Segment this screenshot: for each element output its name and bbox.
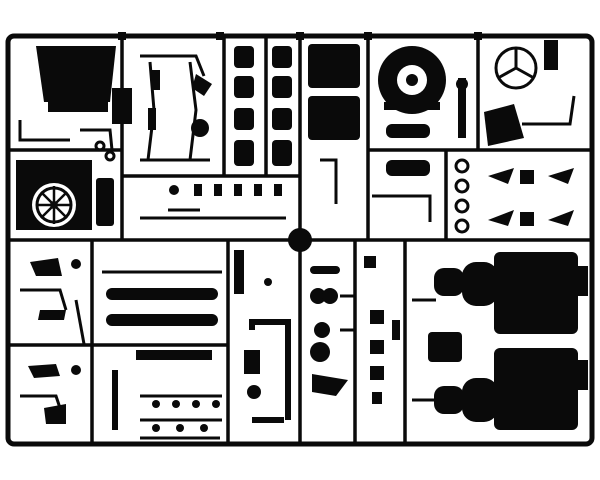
rod-part bbox=[522, 95, 576, 126]
exhaust-pipe-parts bbox=[102, 270, 222, 360]
linkage-parts bbox=[310, 266, 348, 396]
spring-parts bbox=[488, 168, 574, 226]
hose-parts bbox=[247, 278, 291, 423]
seat-part bbox=[36, 46, 132, 124]
cylinder-parts bbox=[234, 46, 292, 166]
steering-wheel-part bbox=[494, 46, 538, 90]
small-bracket-part bbox=[18, 120, 116, 162]
bracket-knobs bbox=[148, 70, 212, 137]
bumper-bolts bbox=[152, 400, 220, 432]
mirror-arm-rods bbox=[20, 288, 86, 409]
small-lever-part bbox=[456, 78, 468, 138]
tank-links bbox=[320, 158, 432, 222]
sprue-hub bbox=[288, 228, 312, 252]
small-fittings bbox=[364, 256, 400, 404]
wheel-drum-part bbox=[378, 46, 446, 114]
mirror-arm-parts bbox=[28, 258, 81, 424]
engine-rods bbox=[412, 298, 436, 402]
long-rod-part bbox=[140, 208, 286, 220]
gate-row bbox=[169, 184, 282, 196]
linkage-rods bbox=[340, 294, 356, 332]
ring-parts bbox=[454, 158, 470, 234]
hose-block bbox=[244, 350, 260, 374]
column-part bbox=[484, 40, 558, 146]
panel-parts bbox=[308, 44, 360, 140]
gearbox-part bbox=[434, 348, 588, 430]
engine-block-part bbox=[428, 252, 588, 362]
vertical-rod-part bbox=[112, 250, 244, 430]
bumper-part bbox=[140, 394, 222, 440]
radiator-fan-part bbox=[16, 160, 114, 230]
tank-parts bbox=[386, 124, 430, 176]
edge-gates bbox=[118, 32, 482, 40]
